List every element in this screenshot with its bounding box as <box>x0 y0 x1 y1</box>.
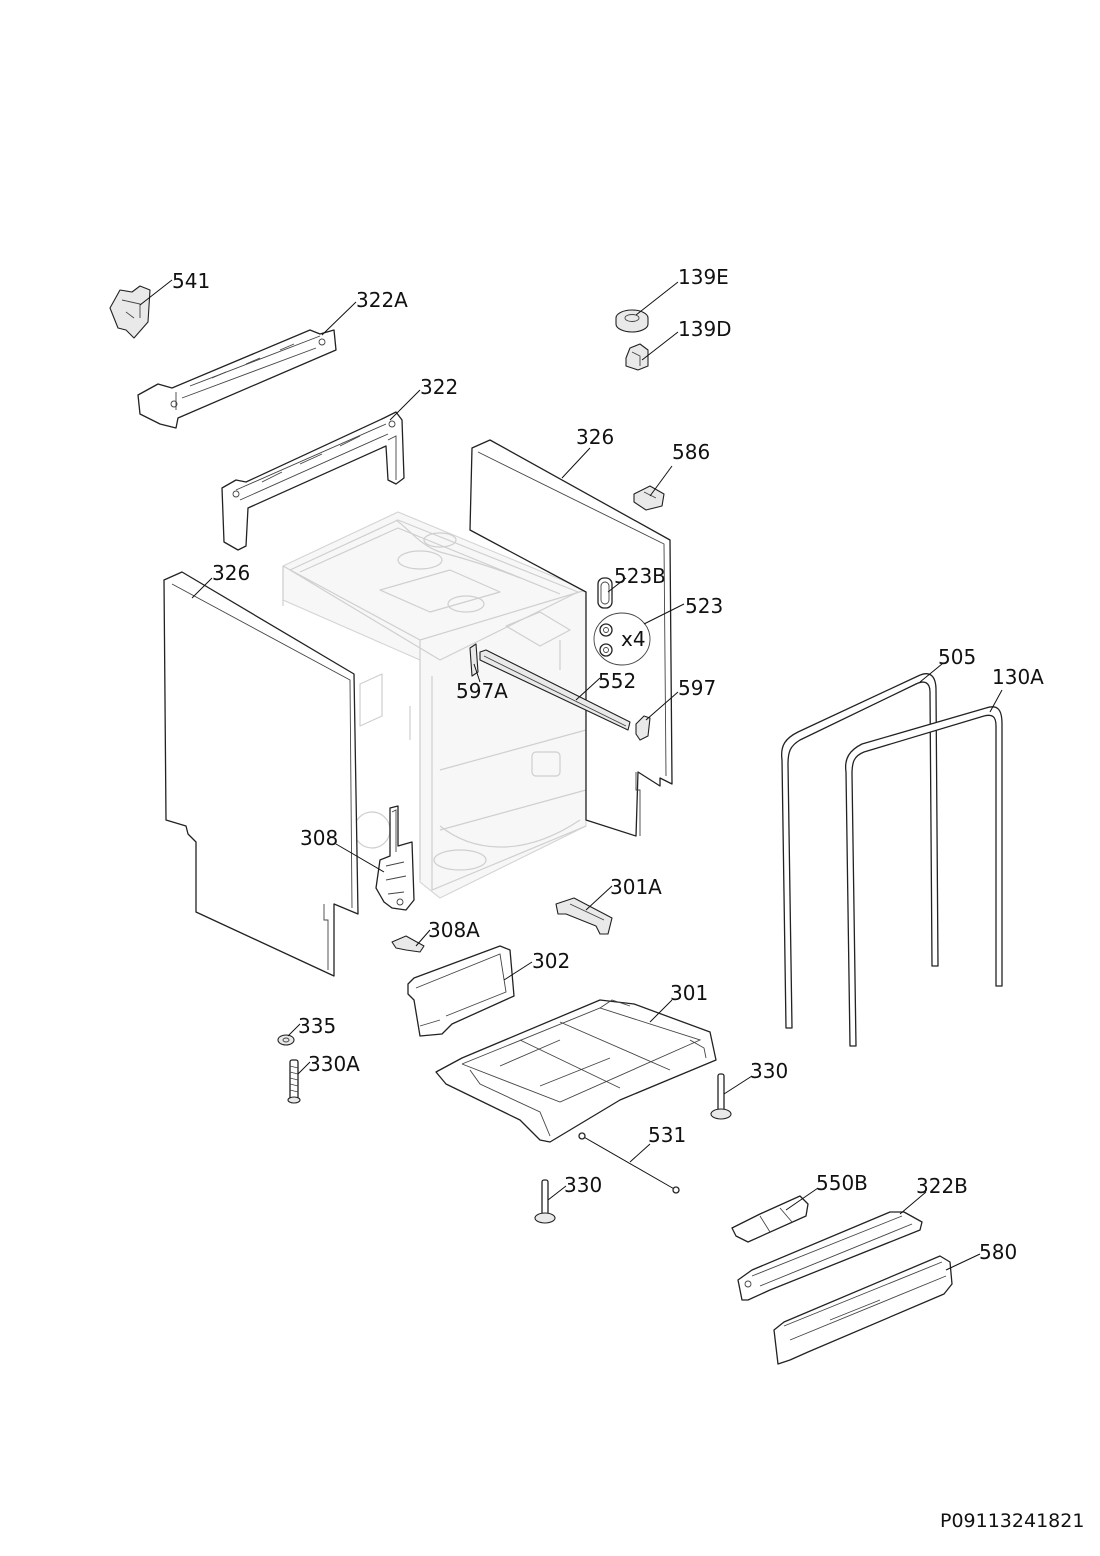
label-505: 505 <box>938 645 976 669</box>
part-326-left-side-panel <box>163 571 359 977</box>
part-586-hinge-cover <box>633 485 665 511</box>
label-580: 580 <box>979 1240 1017 1264</box>
label-139d: 139D <box>678 317 732 341</box>
part-322-front-frame <box>221 411 405 551</box>
part-552-strip <box>479 649 631 731</box>
label-550b: 550B <box>816 1171 868 1195</box>
part-322b-rail <box>737 1211 923 1301</box>
label-322: 322 <box>420 375 458 399</box>
part-330-foot-bottom <box>534 1179 556 1224</box>
label-330-bottom: 330 <box>564 1173 602 1197</box>
part-597a-clip <box>469 643 479 677</box>
part-335-nut <box>277 1034 295 1046</box>
label-130a: 130A <box>992 665 1044 689</box>
part-301a-bracket <box>555 897 613 935</box>
label-302: 302 <box>532 949 570 973</box>
label-335: 335 <box>298 1014 336 1038</box>
label-586: 586 <box>672 440 710 464</box>
part-541-bracket <box>109 285 151 339</box>
part-531-rod <box>578 1132 680 1194</box>
label-597a: 597A <box>456 679 508 703</box>
document-code: P09113241821 <box>940 1510 1084 1532</box>
label-326-right: 326 <box>576 425 614 449</box>
part-580-base-panel <box>773 1255 953 1365</box>
part-326-right-side-panel <box>469 439 673 837</box>
label-301a: 301A <box>610 875 662 899</box>
label-552: 552 <box>598 669 636 693</box>
part-308-hinge <box>375 805 415 911</box>
part-139e-nut <box>615 309 649 333</box>
part-523-fasteners <box>593 612 651 666</box>
label-308: 308 <box>300 826 338 850</box>
label-531: 531 <box>648 1123 686 1147</box>
label-326-left: 326 <box>212 561 250 585</box>
part-597-clip <box>635 715 651 741</box>
label-139e: 139E <box>678 265 729 289</box>
label-x4: x4 <box>621 627 646 651</box>
part-330-foot-right <box>710 1073 732 1120</box>
part-302-bracket <box>407 945 515 1037</box>
label-301: 301 <box>670 981 708 1005</box>
label-523b: 523B <box>614 564 666 588</box>
part-130a-gasket <box>844 706 1003 1047</box>
label-523: 523 <box>685 594 723 618</box>
part-523b-grommet <box>597 577 613 609</box>
part-330a-foot <box>287 1059 301 1104</box>
part-301-base-tray <box>435 999 717 1143</box>
part-139d-clip <box>625 343 649 371</box>
part-505-gasket <box>780 673 939 1029</box>
label-322a: 322A <box>356 288 408 312</box>
part-308a-latch <box>391 935 425 953</box>
label-330a: 330A <box>308 1052 360 1076</box>
label-308a: 308A <box>428 918 480 942</box>
label-597: 597 <box>678 676 716 700</box>
label-330-right: 330 <box>750 1059 788 1083</box>
part-322a-frame-rail <box>137 329 337 429</box>
label-541: 541 <box>172 269 210 293</box>
label-322b: 322B <box>916 1174 968 1198</box>
cabinet-ghost-outline <box>282 511 587 899</box>
